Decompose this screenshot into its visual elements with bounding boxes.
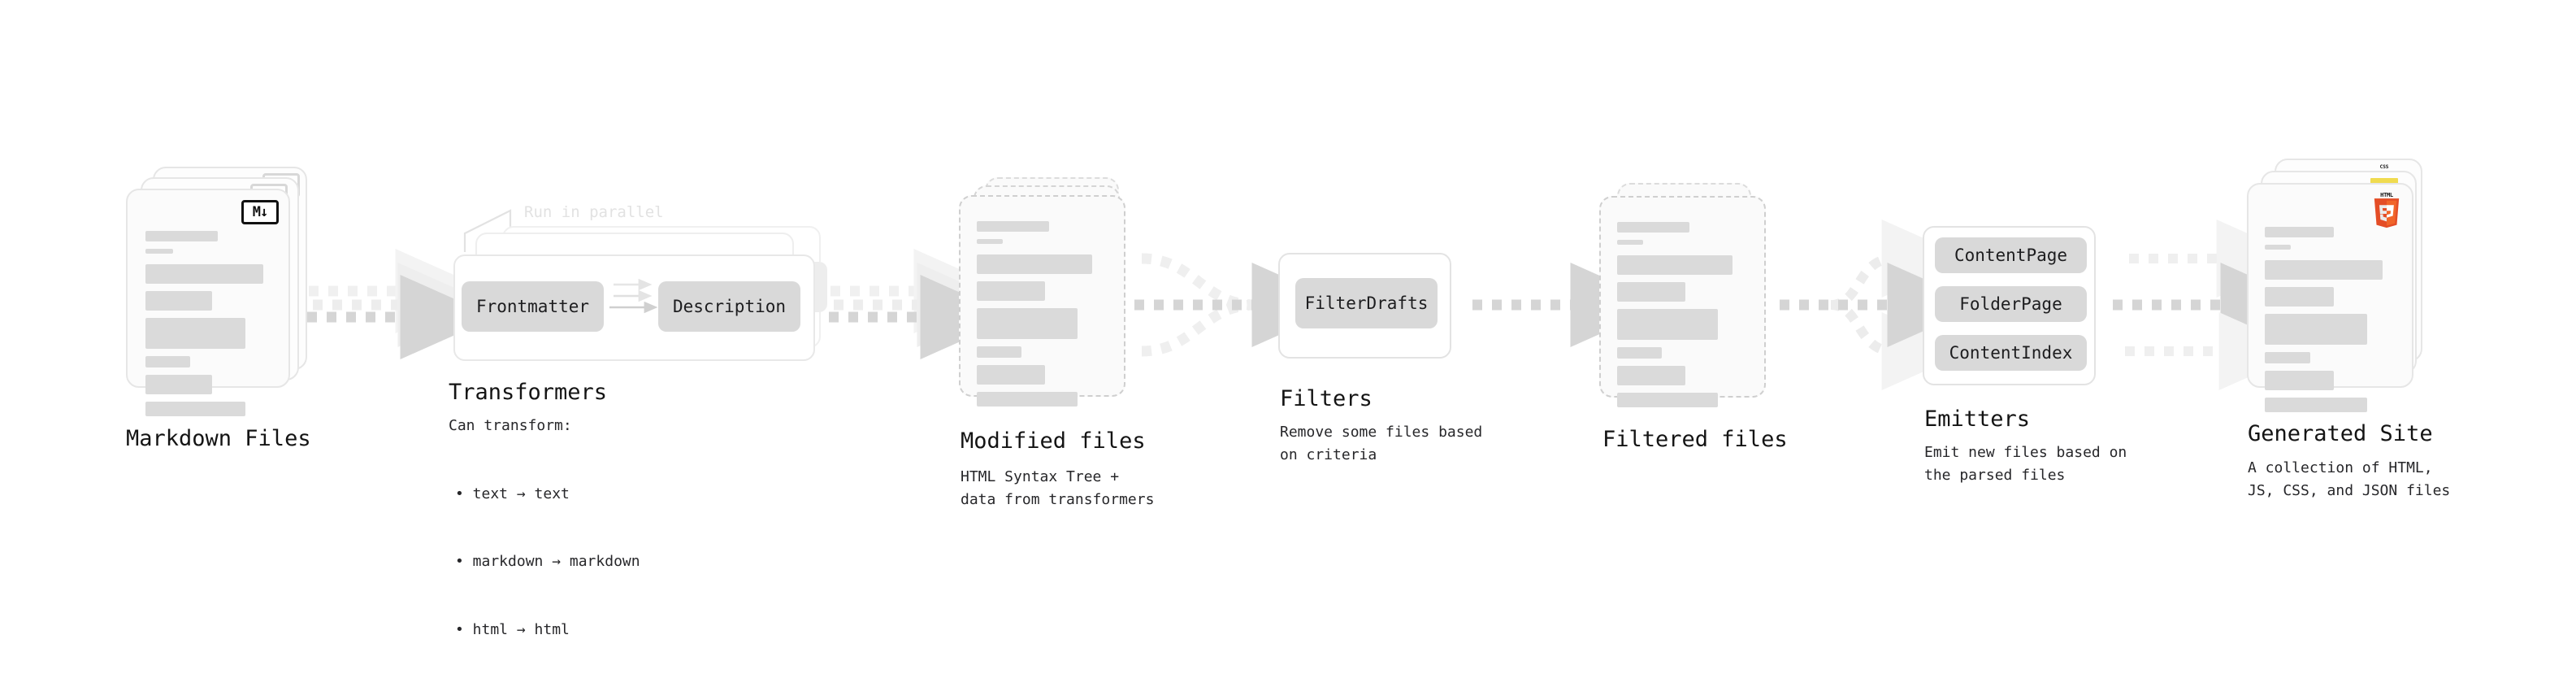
connector-markdown-to-transformers bbox=[307, 249, 496, 359]
transformer-chip-description[interactable]: Description bbox=[658, 281, 800, 332]
transformers-subtitle: Can transform: bbox=[449, 417, 572, 434]
transformer-chip-frontmatter[interactable]: Frontmatter bbox=[462, 281, 604, 332]
filters-title: Filters bbox=[1280, 386, 1373, 411]
content-bar bbox=[145, 402, 246, 416]
emitter-chip-contentindex[interactable]: ContentIndex bbox=[1935, 335, 2087, 371]
markdown-icon: M↓ bbox=[241, 200, 279, 224]
connector-modified-to-filters bbox=[1134, 253, 1347, 357]
content-bar bbox=[1617, 255, 1733, 275]
content-bar bbox=[1617, 222, 1689, 233]
content-bar bbox=[1617, 366, 1685, 385]
connector-transformers-to-modified bbox=[829, 249, 1016, 359]
content-bar bbox=[1617, 347, 1662, 359]
content-bar bbox=[977, 239, 1004, 244]
content-bar bbox=[2265, 287, 2335, 307]
filtered-card-content bbox=[1617, 222, 1748, 415]
emitter-chip-contentpage[interactable]: ContentPage bbox=[1935, 237, 2087, 273]
markdown-card-front: M↓ bbox=[126, 189, 290, 416]
content-bar bbox=[977, 392, 1078, 407]
transformers-bullet-list: • text → text • markdown → markdown • ht… bbox=[455, 437, 640, 687]
emitters-subtitle: Emit new files based on the parsed files bbox=[1924, 444, 2127, 484]
filtered-files-card-stack bbox=[1599, 183, 1786, 427]
emitters-box: ContentPage FolderPage ContentIndex bbox=[1923, 226, 2096, 385]
content-bar bbox=[977, 221, 1049, 232]
content-bar bbox=[145, 356, 191, 367]
content-bar bbox=[1617, 282, 1685, 302]
markdown-files-card-stack: M↓ bbox=[126, 167, 313, 416]
connector-filtered-to-emitters bbox=[1780, 220, 1983, 390]
run-in-parallel-note: Run in parallel bbox=[524, 203, 664, 221]
content-bar bbox=[145, 318, 246, 349]
filtered-files-title: Filtered files bbox=[1602, 427, 1788, 452]
modified-card-content bbox=[977, 221, 1108, 414]
markdown-files-title: Markdown Files bbox=[126, 426, 311, 451]
emitters-title: Emitters bbox=[1924, 407, 2031, 432]
modified-files-card-stack bbox=[959, 177, 1146, 421]
content-bar bbox=[1617, 393, 1718, 407]
filter-chip-filterdrafts[interactable]: FilterDrafts bbox=[1295, 278, 1438, 328]
transformers-bullet: • html → html bbox=[455, 621, 570, 639]
generated-card-content bbox=[2265, 227, 2396, 420]
content-bar bbox=[2265, 352, 2311, 363]
content-bar bbox=[977, 308, 1078, 339]
content-bar bbox=[977, 281, 1045, 301]
content-bar bbox=[2265, 260, 2383, 280]
content-bar bbox=[145, 264, 263, 284]
content-bar bbox=[2265, 398, 2367, 412]
transformers-bullet: • text → text bbox=[455, 485, 570, 502]
content-bar bbox=[2265, 227, 2335, 237]
content-bar bbox=[145, 249, 173, 254]
content-bar bbox=[1617, 240, 1644, 245]
filtered-card-front bbox=[1599, 196, 1766, 407]
modified-files-title: Modified files bbox=[961, 428, 1146, 454]
content-bar bbox=[145, 231, 219, 241]
content-bar bbox=[2265, 314, 2367, 345]
connector-emitters-to-site bbox=[2113, 220, 2316, 390]
modified-card-front bbox=[959, 195, 1125, 407]
emitter-chip-folderpage[interactable]: FolderPage bbox=[1935, 286, 2087, 322]
markdown-card-content bbox=[145, 231, 271, 424]
generated-site-title: Generated Site bbox=[2248, 421, 2433, 446]
html5-icon: HTML bbox=[2374, 193, 2400, 228]
content-bar bbox=[2265, 371, 2335, 390]
generated-card-front: HTML bbox=[2247, 183, 2413, 412]
generated-site-subtitle: A collection of HTML, JS, CSS, and JSON … bbox=[2248, 459, 2451, 499]
content-bar bbox=[1617, 309, 1718, 340]
svg-text:HTML: HTML bbox=[2380, 193, 2393, 198]
filters-subtitle: Remove some files based on criteria bbox=[1280, 424, 1483, 463]
filters-box: FilterDrafts bbox=[1278, 253, 1451, 359]
transformers-group: Run in parallel Frontmatter Descri bbox=[447, 192, 827, 367]
modified-files-subtitle: HTML Syntax Tree + data from transformer… bbox=[961, 468, 1155, 508]
content-bar bbox=[145, 291, 212, 311]
generated-site-card-stack: CSS HTML bbox=[2247, 159, 2442, 412]
transformers-title: Transformers bbox=[449, 380, 608, 405]
transformers-bullet: • markdown → markdown bbox=[455, 553, 640, 571]
content-bar bbox=[977, 346, 1021, 358]
content-bar bbox=[977, 365, 1045, 385]
content-bar bbox=[977, 254, 1092, 274]
content-bar bbox=[145, 375, 212, 394]
css3-icon-label: CSS bbox=[2379, 164, 2389, 170]
content-bar bbox=[2265, 245, 2292, 250]
